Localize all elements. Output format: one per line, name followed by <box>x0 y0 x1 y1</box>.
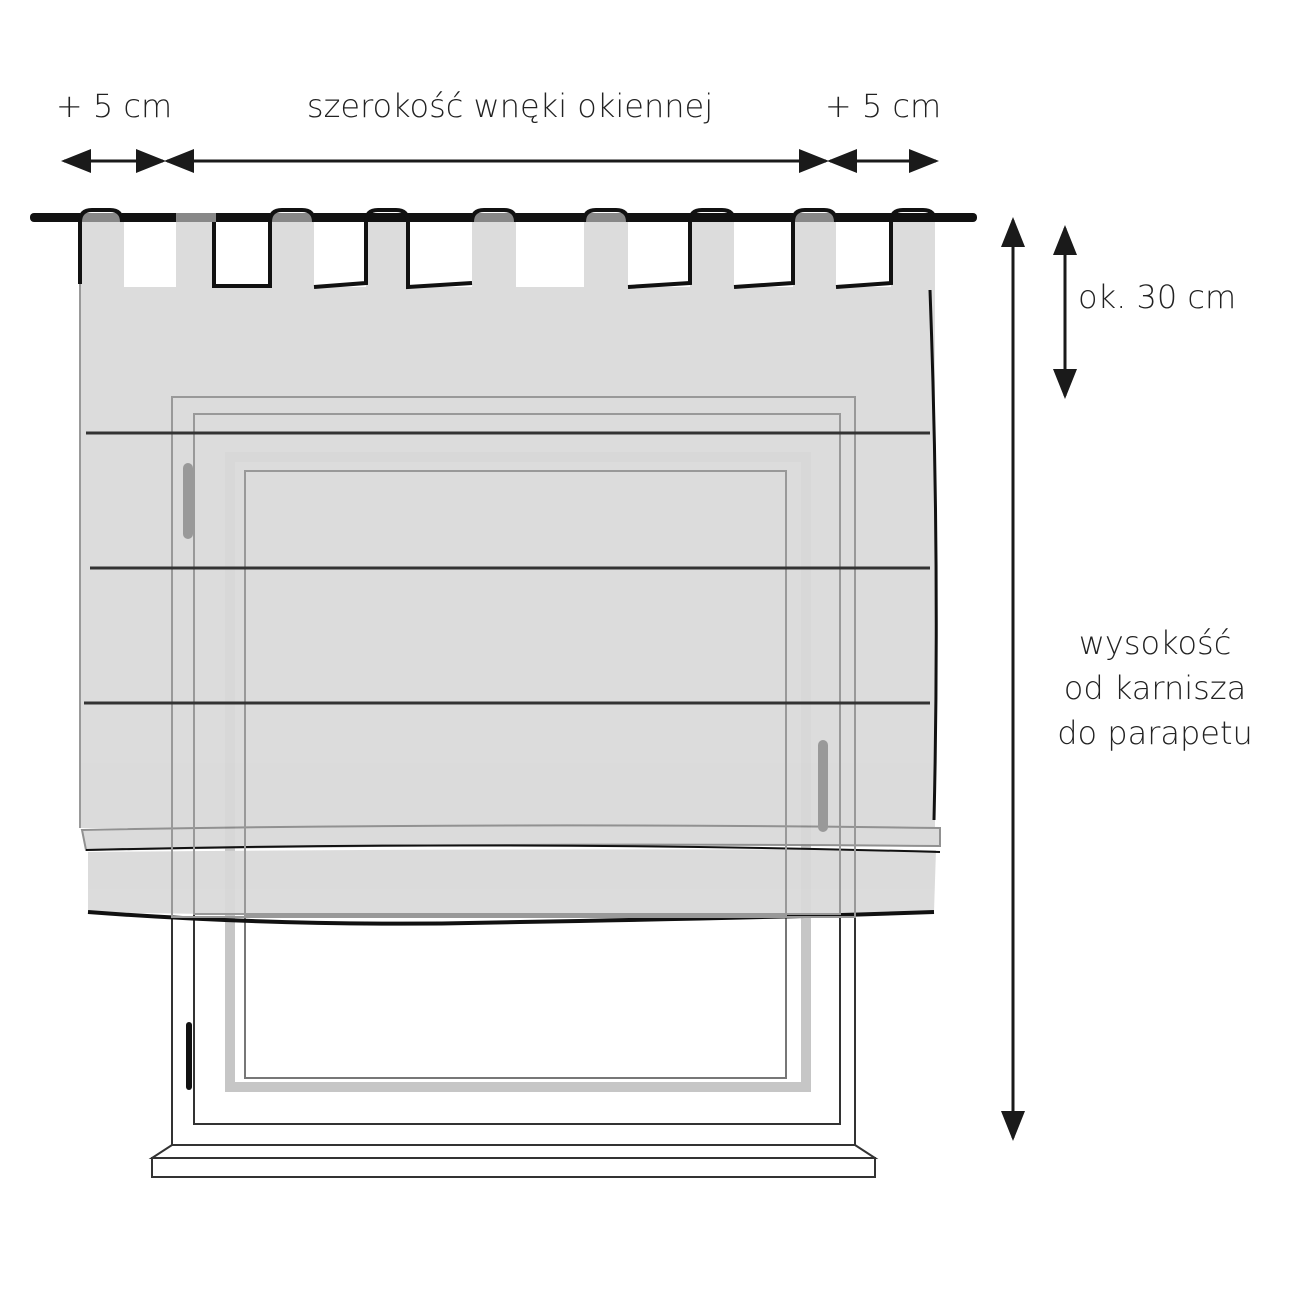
roman-blind <box>80 221 941 916</box>
dimension-arrows <box>61 149 1077 1141</box>
height-label-line1: wysokość <box>1079 624 1232 662</box>
window-handle-hidden <box>818 740 828 832</box>
height-label-line2: od karnisza <box>1064 669 1246 707</box>
window-handle <box>186 1022 192 1090</box>
tab-gaps <box>124 221 891 287</box>
tab-height-label: ok. 30 cm <box>1078 278 1236 316</box>
window-sill <box>148 1144 879 1159</box>
curtain-rod <box>30 208 977 223</box>
fold-lines <box>84 431 930 705</box>
left-margin-label: + 5 cm <box>56 87 172 125</box>
window-handle-hidden <box>183 463 193 539</box>
height-label-line3: do parapetu <box>1057 714 1253 752</box>
right-margin-label: + 5 cm <box>825 87 941 125</box>
recess-width-label: szerokość wnęki okiennej <box>307 87 713 125</box>
